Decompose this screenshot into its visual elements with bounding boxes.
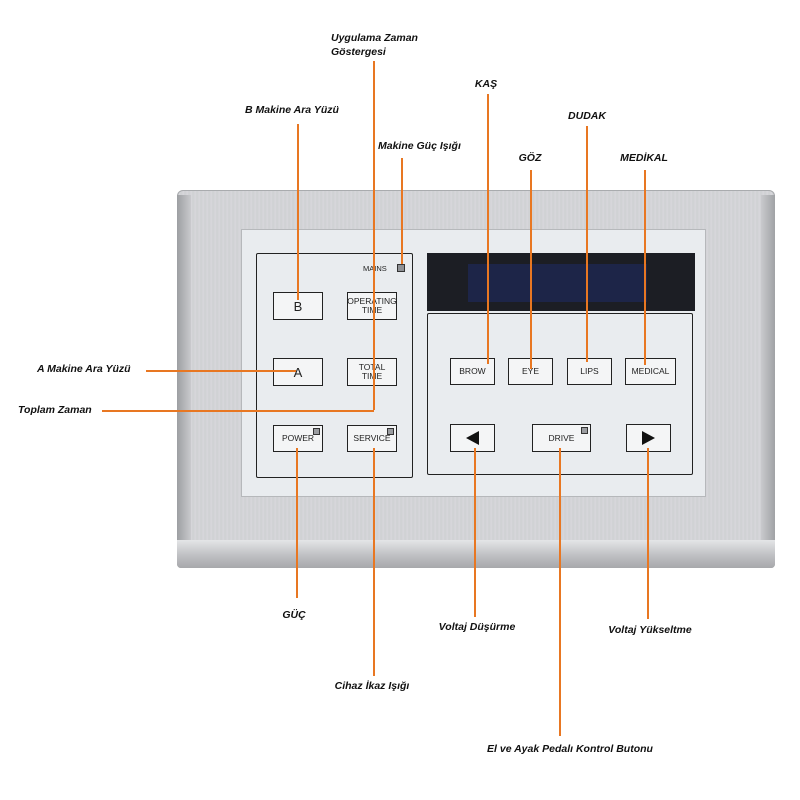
callout-a-makine: A Makine Ara Yüzü [37, 363, 131, 375]
a-button-label: A [293, 364, 303, 380]
callout-line-toplam [102, 410, 374, 412]
callout-line-goz [530, 170, 532, 369]
callout-line-dudak [586, 126, 588, 362]
voltage-up-button[interactable] [626, 424, 671, 452]
power-indicator-light [313, 428, 320, 435]
operating-time-label: OPERATING TIME [347, 296, 397, 315]
housing-right-edge [761, 195, 775, 541]
callout-toplam: Toplam Zaman [18, 404, 92, 416]
callout-line-voltaj-yukseltme [647, 448, 649, 619]
lips-label: LIPS [580, 366, 599, 376]
housing-front-lip [177, 540, 775, 568]
service-button[interactable]: SERVICE [347, 425, 397, 452]
callout-line-voltaj-dusurme [474, 448, 476, 617]
drive-indicator-light [581, 427, 588, 434]
eye-button[interactable]: EYE [508, 358, 553, 385]
callout-goz: GÖZ [518, 152, 542, 164]
brow-label: BROW [459, 366, 486, 376]
callout-medikal: MEDİKAL [620, 152, 668, 164]
housing-left-edge [177, 195, 191, 541]
right-arrow-icon [642, 431, 655, 445]
drive-label: DRIVE [548, 432, 575, 443]
medical-button[interactable]: MEDICAL [625, 358, 676, 385]
callout-voltaj-dusurme: Voltaj Düşürme [438, 621, 516, 633]
drive-button[interactable]: DRIVE [532, 424, 591, 452]
callout-line-kas [487, 94, 489, 364]
b-button-label: B [293, 298, 303, 314]
callout-uygulama-line1: Uygulama Zaman [331, 32, 418, 44]
callout-uygulama: Uygulama Zaman Göstergesi [331, 31, 418, 59]
left-arrow-icon [466, 431, 479, 445]
lips-button[interactable]: LIPS [567, 358, 612, 385]
power-button[interactable]: POWER [273, 425, 323, 452]
callout-line-guc [296, 448, 298, 598]
a-button[interactable]: A [273, 358, 323, 386]
callout-uygulama-line2: Göstergesi [331, 46, 386, 58]
eye-label: EYE [521, 366, 539, 376]
callout-line-medikal [644, 170, 646, 365]
medical-label: MEDICAL [631, 366, 670, 376]
lcd-display [468, 264, 647, 302]
callout-line-cihaz-ikaz [373, 448, 375, 676]
callout-pedal: El ve Ayak Pedalı Kontrol Butonu [487, 743, 653, 755]
callout-line-makine-guc [401, 158, 403, 264]
callout-dudak: DUDAK [568, 110, 606, 122]
callout-line-a-makine [146, 370, 296, 372]
total-time-label: TOTAL TIME [358, 362, 386, 381]
callout-guc: GÜÇ [282, 609, 306, 621]
callout-kas: KAŞ [474, 78, 498, 90]
callout-cihaz-ikaz: Cihaz İkaz Işığı [334, 680, 410, 692]
service-label: SERVICE [353, 433, 391, 443]
left-key-group [256, 253, 413, 478]
service-indicator-light [387, 428, 394, 435]
power-label: POWER [281, 433, 315, 443]
callout-makine-guc: Makine Güç Işığı [378, 140, 461, 152]
callout-line-uygulama [373, 61, 375, 410]
callout-line-b-makine [297, 124, 299, 300]
callout-voltaj-yukseltme: Voltaj Yükseltme [608, 624, 692, 636]
operating-time-button[interactable]: OPERATING TIME [347, 292, 397, 320]
mains-indicator-light [397, 264, 405, 272]
total-time-button[interactable]: TOTAL TIME [347, 358, 397, 386]
callout-line-pedal [559, 448, 561, 736]
callout-b-makine: B Makine Ara Yüzü [245, 104, 339, 116]
voltage-down-button[interactable] [450, 424, 495, 452]
